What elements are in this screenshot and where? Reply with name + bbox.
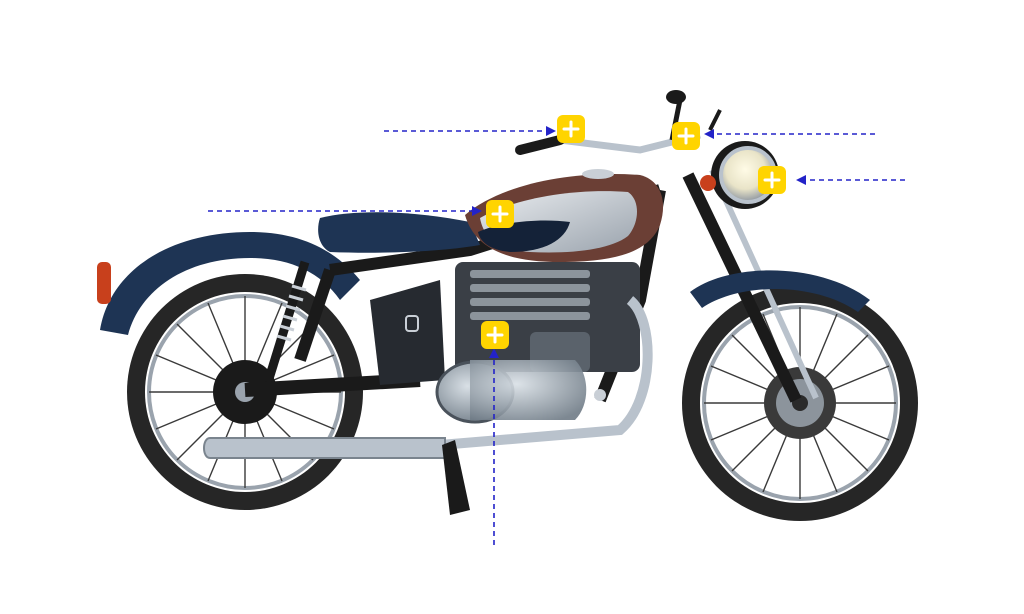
side-panel [370, 280, 445, 385]
engine [435, 262, 640, 424]
plus-icon [491, 205, 509, 223]
plus-icon [562, 120, 580, 138]
kickstand [442, 440, 470, 515]
plus-icon [763, 171, 781, 189]
fuel-tank [465, 169, 664, 262]
seat [318, 212, 480, 253]
hotspot-engine[interactable] [481, 321, 509, 349]
plus-icon [677, 127, 695, 145]
rear-fender [100, 232, 360, 335]
hotspot-headlight[interactable] [758, 166, 786, 194]
plus-icon [486, 326, 504, 344]
tail-light [97, 262, 111, 304]
exhaust [203, 296, 653, 459]
rear-shock [263, 260, 310, 384]
leader-lines [208, 130, 905, 545]
hotspot-mirror-right[interactable] [672, 122, 700, 150]
hotspot-handlebar-left[interactable] [557, 115, 585, 143]
leader-arrowheads [472, 126, 806, 358]
hotspot-fuel-tank[interactable] [486, 200, 514, 228]
side-panel-badge [405, 315, 419, 332]
front-wheel [682, 285, 918, 521]
front-fender [690, 270, 870, 312]
